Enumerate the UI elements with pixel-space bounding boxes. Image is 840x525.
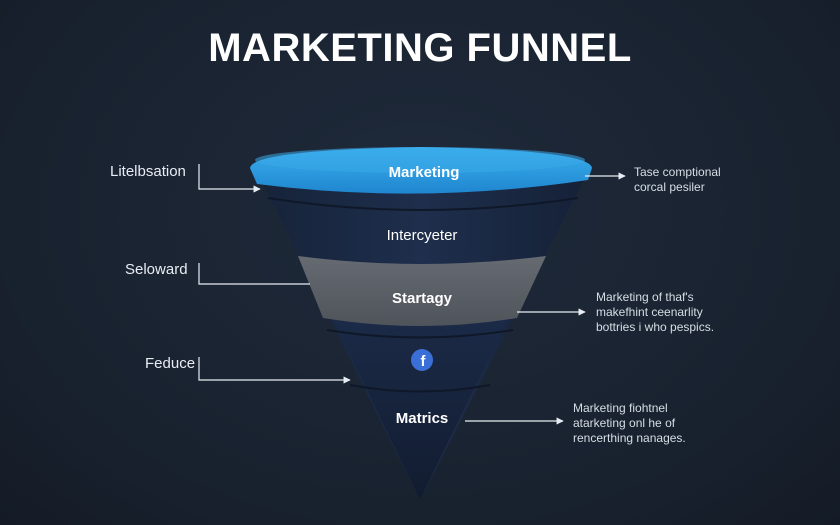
right-note-2: Marketing of thaf's makefhint ceenarlity…: [596, 290, 715, 334]
stage-label-startagy: Startagy: [392, 290, 453, 307]
left-connector-2: [198, 263, 310, 285]
stage-label-marketing: Marketing: [389, 164, 460, 181]
funnel-divider-2: [326, 329, 514, 339]
stage-label-matrics: Matrics: [396, 410, 449, 427]
funnel-top-rim-highlight: [255, 147, 585, 173]
left-connector-3: [198, 357, 351, 384]
right-note-1: Tase comptional corcal pesiler: [634, 165, 721, 194]
facebook-icon: f: [411, 349, 433, 371]
left-connector-1: [198, 164, 261, 193]
svg-text:f: f: [421, 353, 427, 370]
strategy-band: [298, 256, 546, 326]
right-note-3: Marketing fiohtnel atarketing onl he of …: [573, 401, 686, 445]
stage-label-intercyeter: Intercyeter: [387, 227, 458, 244]
left-label-seloward: Seloward: [125, 261, 188, 278]
left-label-feduce: Feduce: [145, 355, 196, 372]
funnel-divider-1: [267, 197, 579, 211]
page-title: MARKETING FUNNEL: [208, 26, 632, 70]
funnel-divider-3: [349, 384, 491, 393]
funnel-lower-section: [333, 320, 507, 500]
left-label-litelbsation: Litelbsation: [110, 163, 186, 180]
